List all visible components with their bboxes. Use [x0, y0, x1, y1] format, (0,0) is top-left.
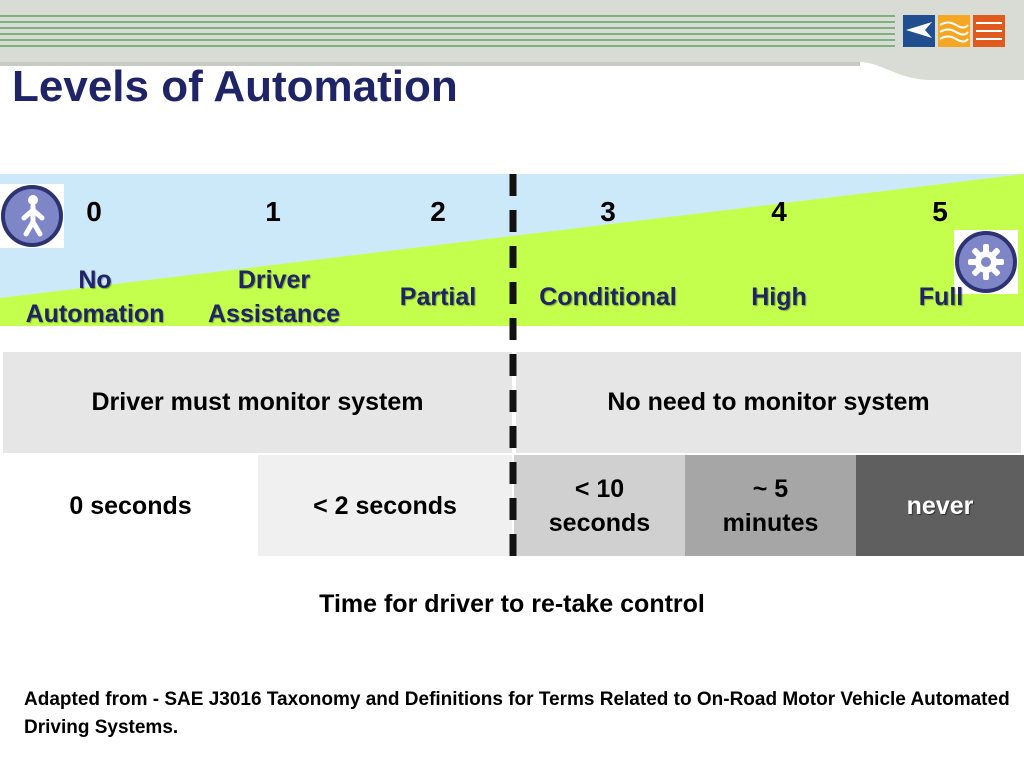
- level-0-name: No Automation: [25, 266, 165, 328]
- company-logo: [903, 15, 1005, 47]
- level-4-number: 4: [771, 196, 787, 227]
- gear-icon: [954, 230, 1018, 294]
- monitor-not-required-cell: No need to monitor system: [516, 352, 1021, 453]
- time-caption: Time for driver to re-take control: [319, 590, 705, 618]
- level-5-number: 5: [932, 196, 948, 227]
- level-1-number: 1: [265, 196, 281, 227]
- level-5-name: Full: [918, 283, 964, 311]
- time-cell-4: never: [856, 455, 1024, 556]
- level-1-name: Driver Assistance: [207, 266, 341, 328]
- time-cell-3: ~ 5 minutes: [685, 455, 856, 556]
- level-2-number: 2: [430, 196, 446, 227]
- level-4-name: High: [751, 283, 807, 311]
- level-3-name: Conditional: [539, 283, 677, 311]
- header-banner: [0, 0, 1024, 80]
- time-cell-0: 0 seconds: [3, 455, 258, 556]
- time-cell-1: < 2 seconds: [258, 455, 512, 556]
- monitor-required-cell: Driver must monitor system: [3, 352, 512, 453]
- level-0-number: 0: [86, 196, 102, 227]
- source-footnote: Adapted from - SAE J3016 Taxonomy and De…: [24, 689, 1010, 738]
- time-cell-2: < 10 seconds: [514, 455, 685, 556]
- level-3-number: 3: [600, 196, 616, 227]
- person-icon: [0, 184, 64, 248]
- level-2-name: Partial: [399, 283, 477, 311]
- page-title: Levels of Automation: [12, 62, 458, 111]
- human-machine-divider: [509, 174, 517, 560]
